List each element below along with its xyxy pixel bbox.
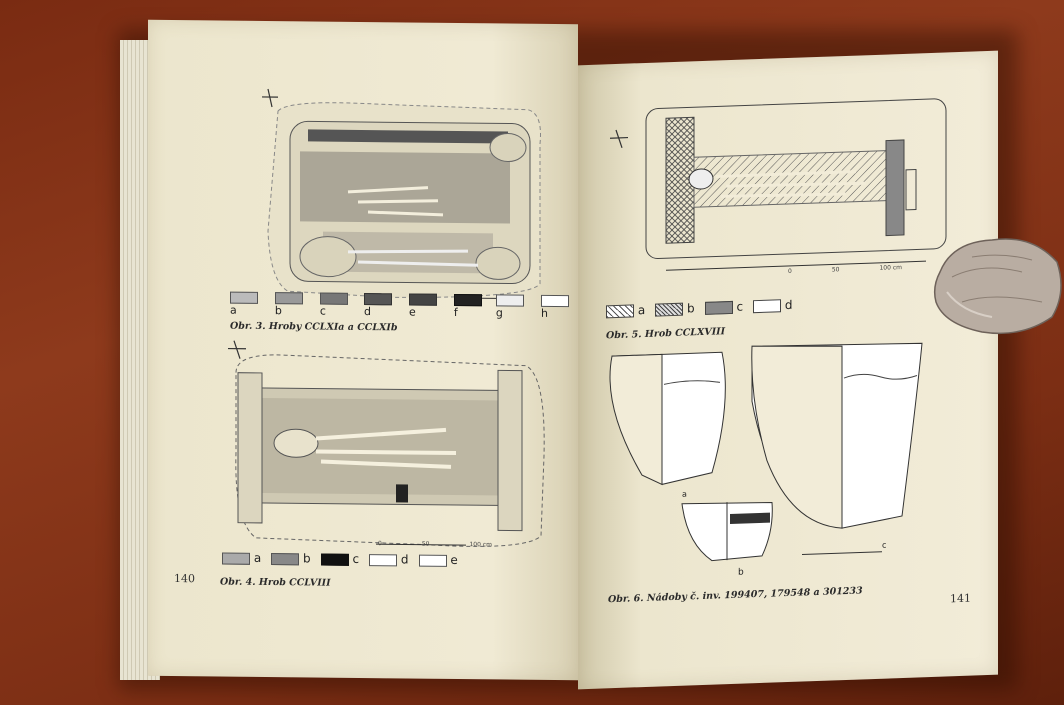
stone-paperweight	[933, 238, 1062, 335]
fig3-legend-f: f	[453, 305, 458, 319]
fig4-scale-100: 100 cm	[469, 541, 492, 549]
fig5-scale-50: 50	[831, 266, 840, 274]
figure-3-grave-plan	[262, 88, 541, 300]
fig3-legend-d: d	[364, 305, 371, 319]
fig5-scale-0: 0	[788, 267, 792, 275]
fig4-legend-d: d	[400, 552, 409, 567]
figure-4-grave-plan	[228, 340, 545, 547]
fig6-label-a: a	[682, 489, 687, 499]
figure-5-grave-plan	[610, 98, 947, 271]
figure-6-vessels	[609, 342, 923, 562]
fig5-scale-100: 100 cm	[879, 264, 902, 272]
fig3-legend-g: g	[495, 306, 503, 320]
fig4-scale-0: 0	[378, 540, 382, 548]
left-page: a b c d e f g h Obr. 3. Hroby CCLXIa a C…	[148, 19, 578, 681]
figure-6-caption: Obr. 6. Nádoby č. inv. 199407, 179548 a …	[608, 585, 863, 606]
figure-4-caption: Obr. 4. Hrob CCLVIII	[220, 576, 331, 589]
fig3-legend-b: b	[274, 304, 282, 318]
fig3-legend-h: h	[540, 306, 548, 320]
fig5-legend-c: c	[736, 299, 744, 314]
page-number-right: 141	[950, 591, 971, 606]
fig5-legend-a: a	[637, 302, 646, 318]
fig5-legend-b: b	[687, 301, 695, 316]
fig5-legend-d: d	[784, 297, 793, 313]
figure-4-legend: a b c d e	[222, 551, 458, 567]
fig3-legend-c: c	[319, 304, 326, 318]
figure-3-legend: a b c d e f g h	[230, 291, 578, 321]
figure-4-scale: 0 50 100 cm	[378, 540, 492, 548]
page-number-left: 140	[174, 572, 195, 586]
fig4-legend-b: b	[303, 551, 311, 566]
figure-5-caption: Obr. 5. Hrob CCLXVIII	[606, 326, 726, 342]
right-page: 0 50 100 cm a b c d Obr. 5. Hrob CCLXVII…	[578, 50, 998, 690]
fig6-label-c: c	[882, 540, 887, 550]
fig3-legend-e: e	[409, 305, 416, 319]
figure-5-legend: a b c d	[606, 298, 793, 319]
fig4-legend-e: e	[450, 552, 458, 567]
fig4-scale-50: 50	[421, 540, 430, 548]
fig3-legend-a: a	[230, 303, 237, 317]
fig6-label-b: b	[738, 567, 744, 578]
figure-3-caption: Obr. 3. Hroby CCLXIa a CCLXIb	[230, 320, 398, 334]
fig4-legend-c: c	[352, 551, 360, 566]
fig4-legend-a: a	[253, 550, 262, 565]
